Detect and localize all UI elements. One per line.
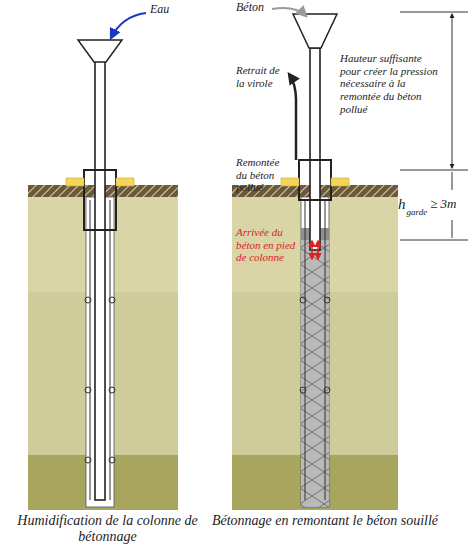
water-arrow: [111, 13, 146, 38]
casing-label: Retrait de la virole: [236, 64, 286, 89]
concrete-label: Béton: [236, 1, 276, 15]
height-note: Hauteur suffisante pour créer la pressio…: [340, 52, 444, 115]
caption-right: Bétonnage en remontant le béton souillé: [205, 513, 445, 529]
caption-left: Humidification de la colonne de bétonnag…: [10, 513, 205, 545]
dimension-lines: [400, 12, 468, 240]
dimension-symbol: h: [398, 196, 406, 213]
dimension-subscript: garde: [407, 207, 428, 217]
concrete-arrival-arrows: [312, 241, 318, 259]
tremie-pipe-right: [281, 14, 349, 250]
tremie-pipe-left: [66, 40, 134, 500]
concrete-arrow: [272, 8, 306, 16]
arrival-label: Arrivée du béton en pied de colonne: [236, 226, 296, 264]
dimension-value: ≥ 3m: [430, 197, 456, 212]
water-label: Eau: [150, 3, 190, 17]
casing-withdrawal-arrow: [289, 74, 296, 160]
polluted-rise-label: Remontée du béton pollué: [236, 156, 292, 194]
